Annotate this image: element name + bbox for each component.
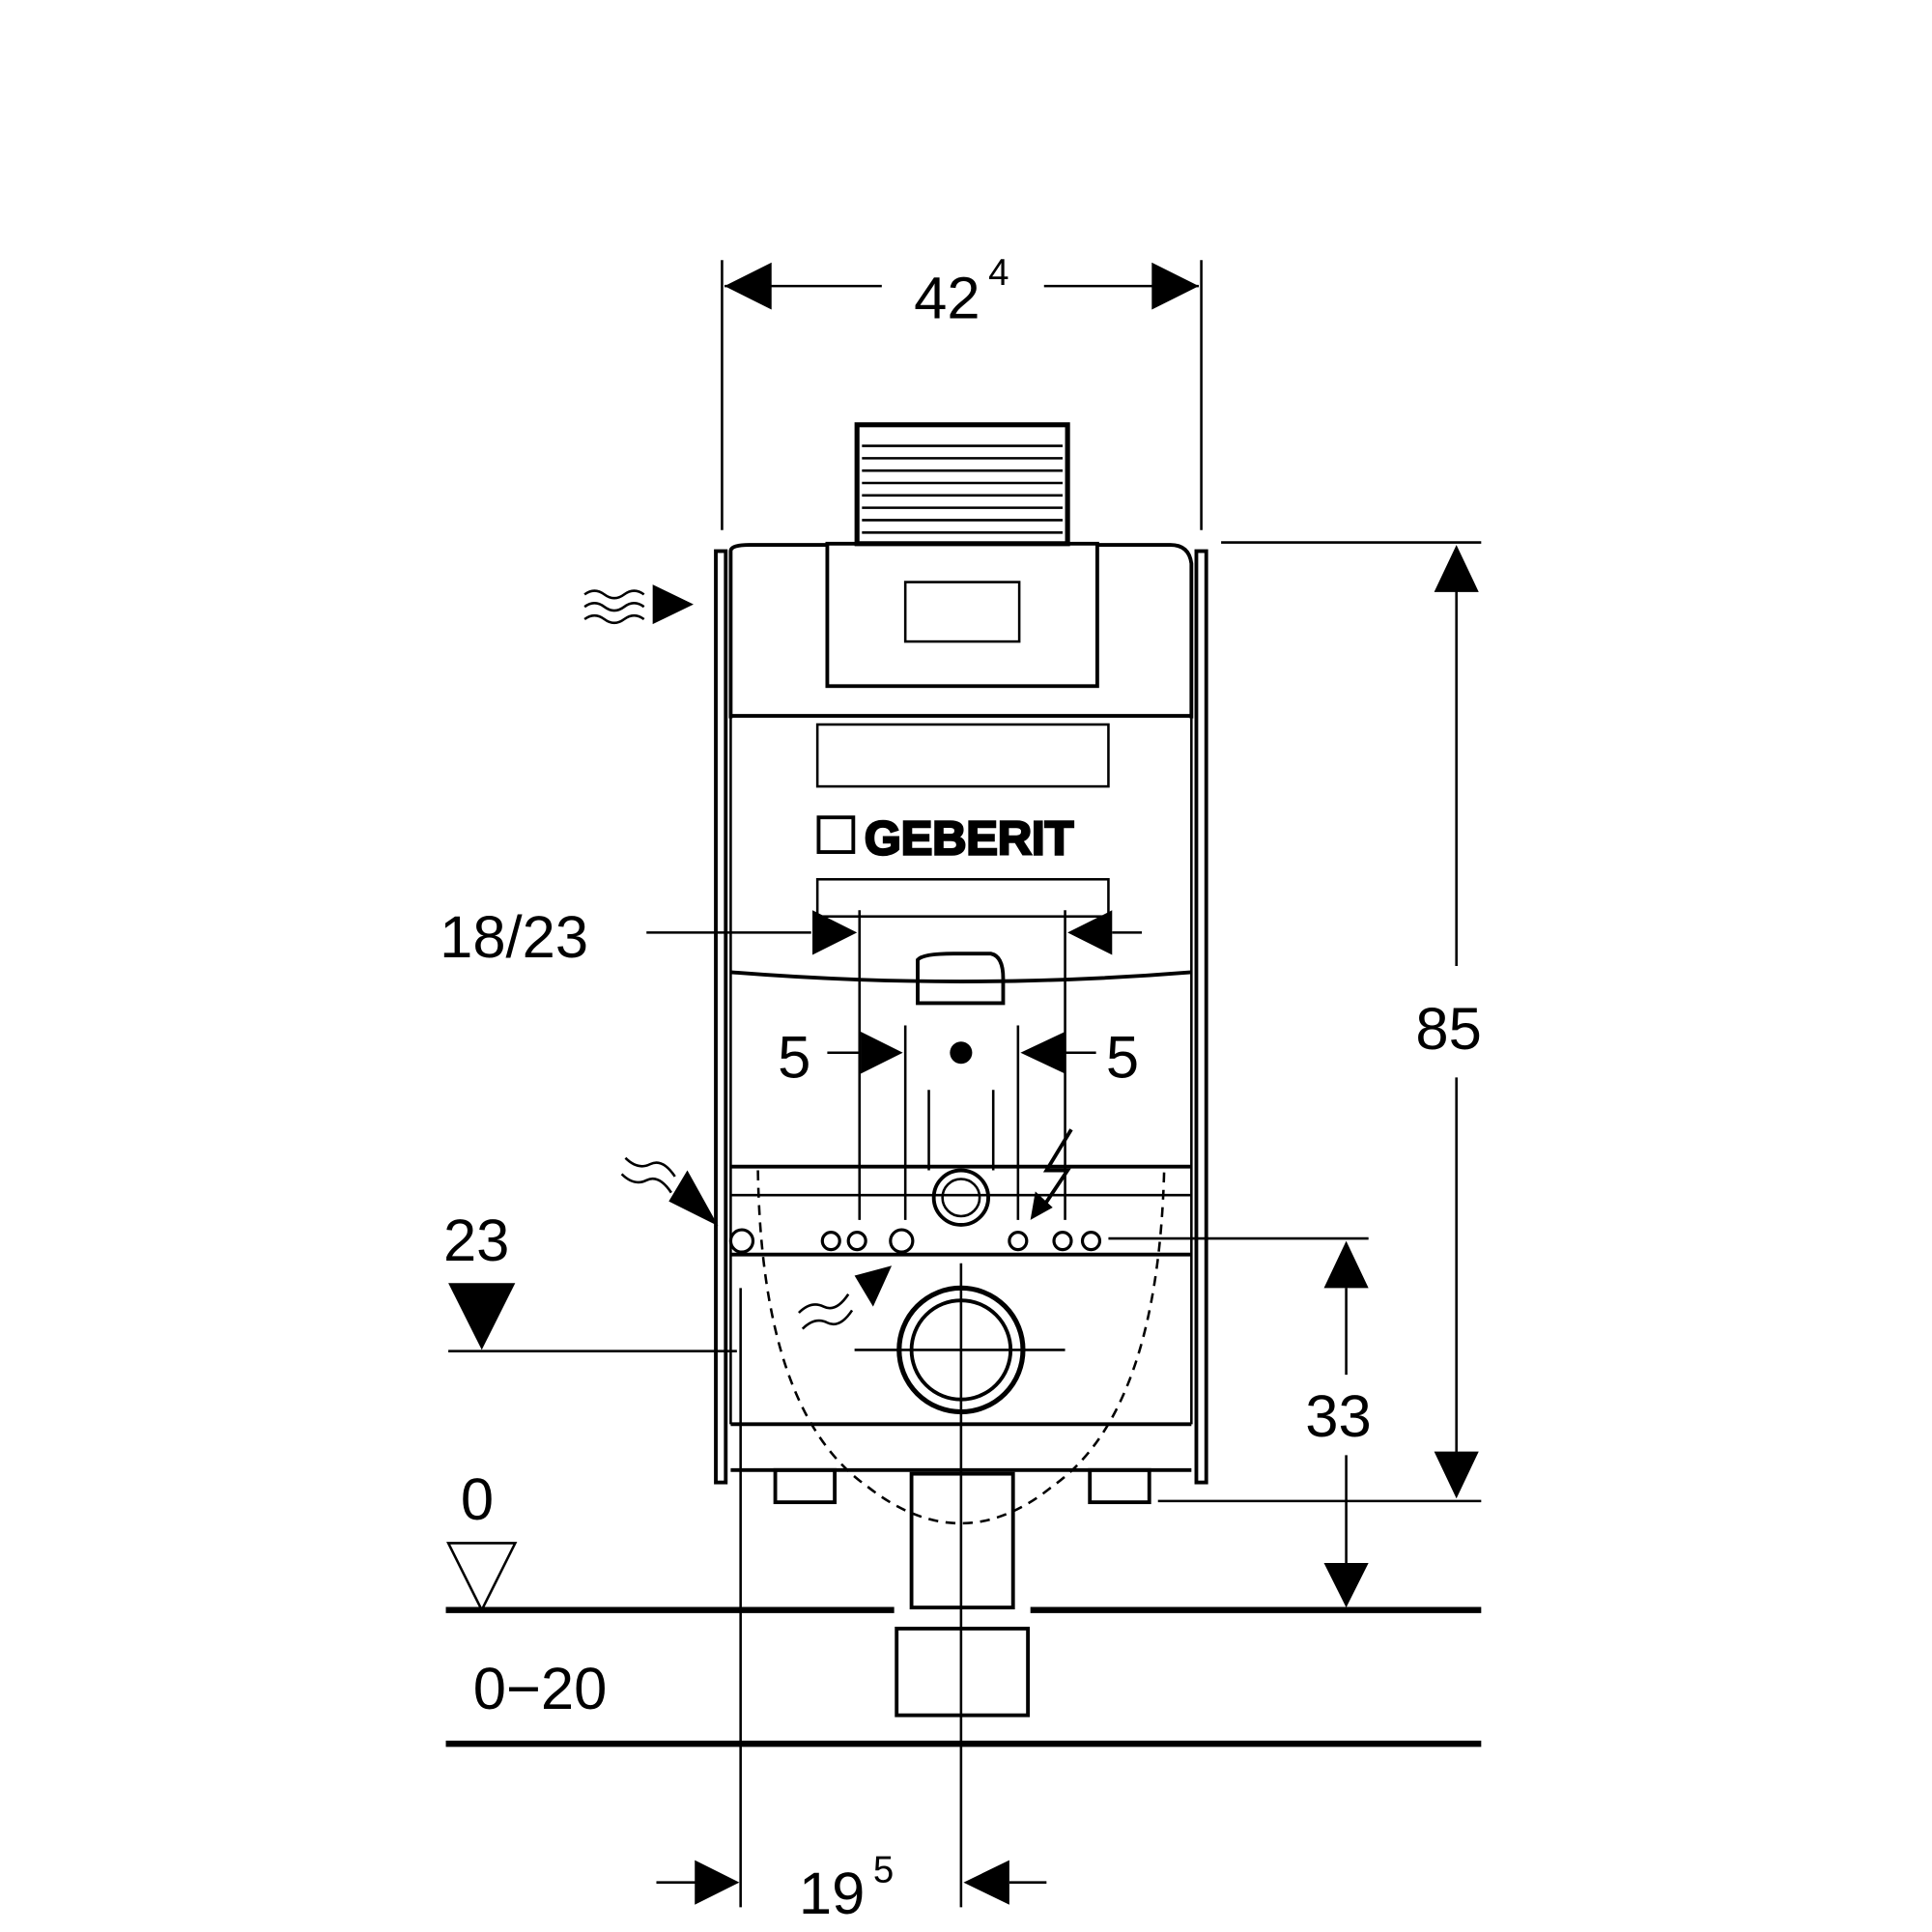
electric-icon xyxy=(1030,1128,1073,1220)
inlet-height-label: 23 xyxy=(443,1208,509,1274)
drain-offset-dimension: 19 5 xyxy=(656,1850,1047,1927)
width-label-sup: 4 xyxy=(988,252,1009,294)
left-gap-label: 5 xyxy=(778,1024,810,1091)
gap-dimensions: 5 5 xyxy=(778,1024,1139,1220)
actuator-cover xyxy=(825,422,1099,689)
pipe-offset-label: 18/23 xyxy=(440,904,588,971)
drain-height-dimension: 33 xyxy=(1305,1240,1372,1608)
connection-points xyxy=(728,1228,1102,1254)
drain-offset-label-sup: 5 xyxy=(873,1850,894,1891)
water-inlet-icon xyxy=(583,584,893,1330)
floor-levels: 0 0−20 xyxy=(445,1466,1482,1747)
geberit-logo: GEBERIT xyxy=(816,811,1075,867)
floor-range-label: 0−20 xyxy=(473,1656,608,1722)
width-dimension: 42 4 xyxy=(721,252,1203,530)
floor-level-label: 0 xyxy=(461,1466,494,1533)
water-inlet-height: 23 xyxy=(443,1208,742,1908)
right-gap-label: 5 xyxy=(1106,1024,1139,1091)
drain-height-label: 33 xyxy=(1305,1383,1371,1450)
drain-offset-label: 19 xyxy=(799,1861,865,1927)
width-label: 42 xyxy=(914,265,980,331)
drain-pipe xyxy=(854,1041,1065,1908)
pipe-offset-dimension: 18/23 xyxy=(440,904,1143,1220)
logo-text: GEBERIT xyxy=(865,813,1074,866)
height-label: 85 xyxy=(1415,996,1481,1063)
height-dimension: 85 xyxy=(1157,541,1482,1503)
